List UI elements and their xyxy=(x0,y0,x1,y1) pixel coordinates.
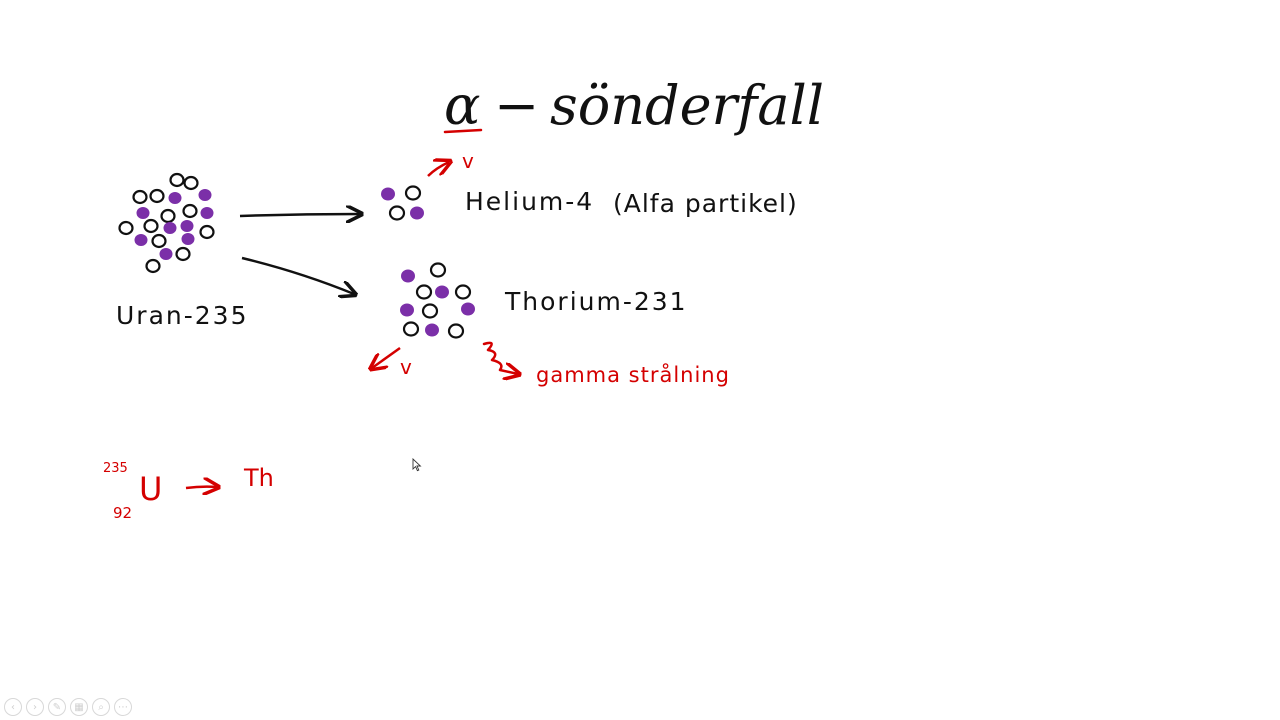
neutron xyxy=(160,208,176,224)
magnifier-icon[interactable]: ⌕ xyxy=(92,698,110,716)
neutron xyxy=(149,188,165,204)
proton xyxy=(180,220,194,232)
proton xyxy=(461,302,475,316)
velocity-arrow-helium xyxy=(427,162,449,177)
proton xyxy=(134,234,148,246)
neutron xyxy=(132,189,148,205)
mouse-cursor-icon xyxy=(412,458,422,472)
pen-icon[interactable]: ✎ xyxy=(48,698,66,716)
neutron xyxy=(421,303,439,319)
neutron xyxy=(429,262,447,278)
neutron xyxy=(169,172,185,188)
label-thorium: Thorium-231 xyxy=(504,287,688,316)
arrow-left-icon[interactable]: ‹ xyxy=(4,698,22,716)
proton xyxy=(435,285,449,299)
proton xyxy=(200,207,214,219)
neutron xyxy=(199,224,215,240)
neutron xyxy=(404,185,422,201)
uran-nucleus xyxy=(118,172,215,274)
proton xyxy=(198,189,212,201)
velocity-label-helium: v xyxy=(462,149,474,173)
title-underline xyxy=(443,128,483,134)
proton xyxy=(400,303,414,317)
neutron xyxy=(151,233,167,249)
neutron xyxy=(388,205,406,221)
neutron xyxy=(143,218,159,234)
proton xyxy=(410,206,424,220)
equation-atomic-number: 92 xyxy=(113,504,132,522)
proton xyxy=(168,192,182,204)
equation-arrow xyxy=(185,487,217,488)
arrow-to-helium xyxy=(239,214,360,216)
equation-mass-number: 235 xyxy=(103,461,128,476)
neutron xyxy=(145,258,161,274)
slideshow-toolbar: ‹ › ✎ ▦ ⌕ ⋯ xyxy=(4,698,132,718)
arrow-right-icon[interactable]: › xyxy=(26,698,44,716)
gamma-wave-icon xyxy=(482,341,518,374)
equation-symbol-parent: U xyxy=(139,470,162,508)
label-alfa-particle: (Alfa partikel) xyxy=(613,189,798,218)
proton xyxy=(136,207,150,219)
thorium-nucleus xyxy=(400,262,475,339)
neutron xyxy=(454,284,472,300)
neutron xyxy=(415,284,433,300)
arrow-to-thorium xyxy=(241,256,354,294)
neutron xyxy=(175,246,191,262)
proton xyxy=(425,323,439,337)
proton xyxy=(163,222,177,234)
proton xyxy=(381,187,395,201)
neutron xyxy=(447,323,465,339)
label-gamma: gamma strålning xyxy=(536,362,730,387)
proton xyxy=(401,269,415,283)
label-uran: Uran-235 xyxy=(116,301,248,330)
title-alpha: α xyxy=(444,74,480,137)
title-dash: − xyxy=(494,74,539,137)
slides-icon[interactable]: ▦ xyxy=(70,698,88,716)
proton xyxy=(159,248,173,260)
neutron xyxy=(118,220,134,236)
equation-symbol-daughter: Th xyxy=(243,464,274,492)
velocity-label-thorium: v xyxy=(400,355,412,379)
title-word: sönderfall xyxy=(550,74,824,137)
more-icon[interactable]: ⋯ xyxy=(114,698,132,716)
neutron xyxy=(183,175,199,191)
neutron xyxy=(402,321,420,337)
label-helium: Helium-4 xyxy=(465,187,594,216)
neutron xyxy=(182,203,198,219)
velocity-arrow-thorium xyxy=(372,346,401,368)
helium-nucleus xyxy=(381,185,424,221)
proton xyxy=(181,233,195,245)
